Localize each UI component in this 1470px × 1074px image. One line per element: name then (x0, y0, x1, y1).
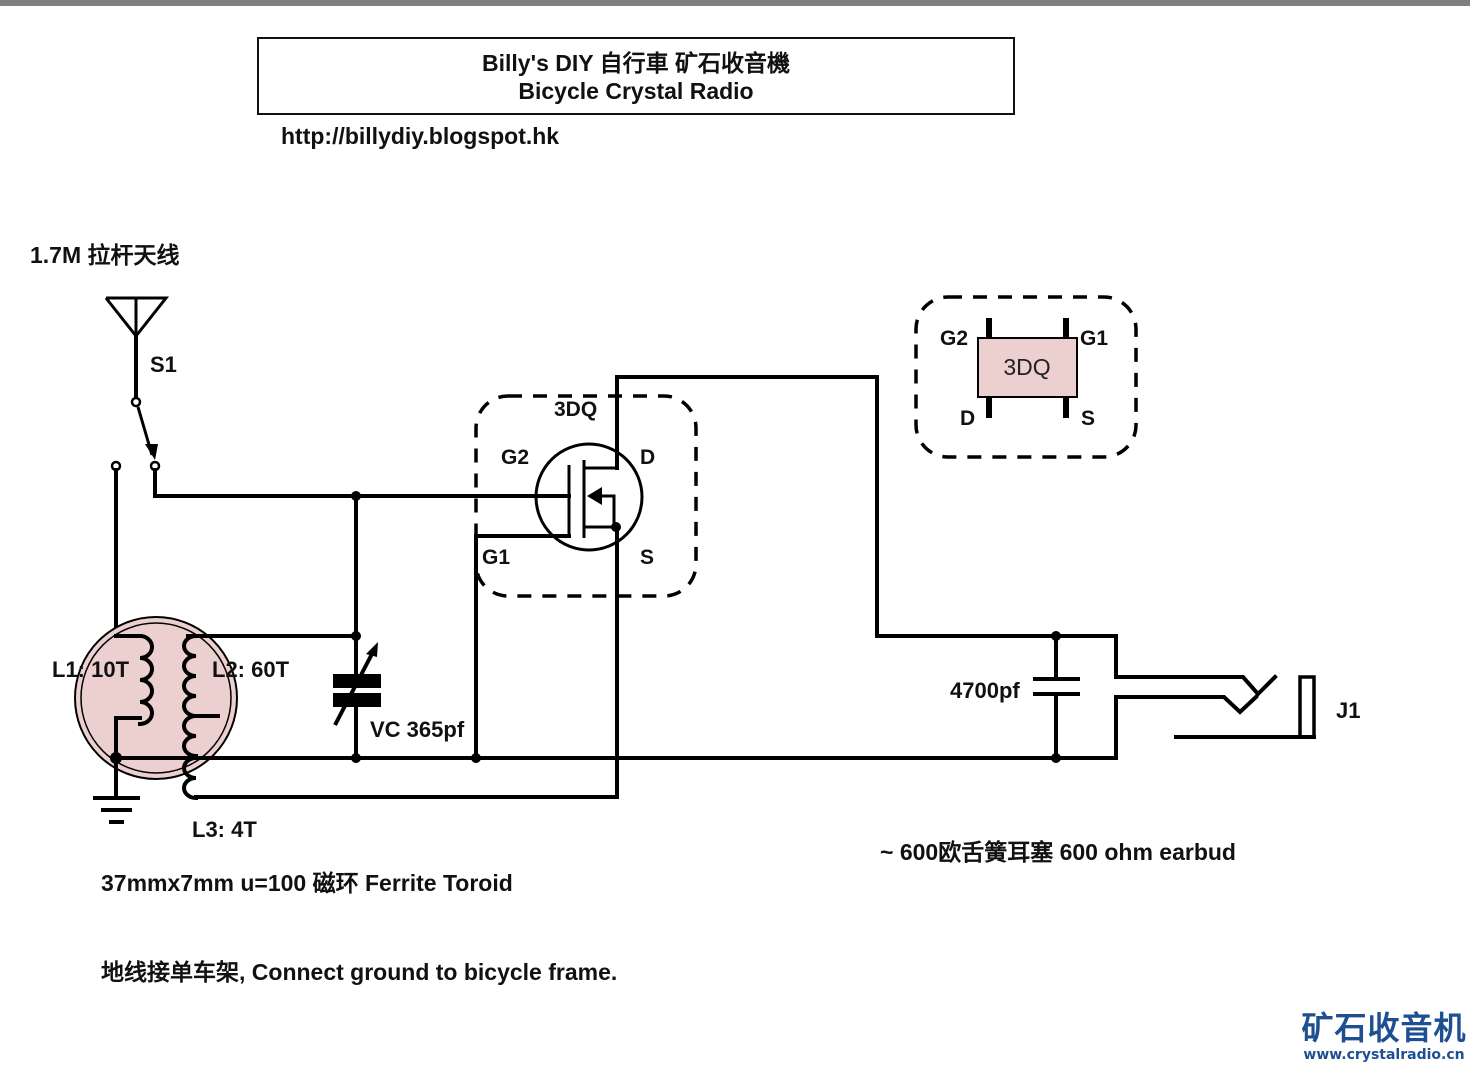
capacitor-icon (1033, 677, 1080, 696)
coil-l3 (182, 755, 619, 801)
switch-s1 (110, 396, 161, 472)
l2-label: L2: 60T (212, 657, 290, 682)
jack-tip-wire (1114, 634, 1278, 697)
package-outline (914, 295, 1138, 459)
watermark-name: 矿石收音机 (1301, 1009, 1467, 1047)
package-3dq (977, 318, 1078, 418)
watermark-url[interactable]: www.crystalradio.cn (1303, 1047, 1465, 1063)
antenna-icon (104, 296, 170, 339)
package-pin-d: D (960, 407, 975, 430)
toroid-note: 37mmx7mm u=100 磁环 Ferrite Toroid (101, 870, 513, 896)
pin-d-label: D (640, 446, 655, 469)
title-line-1: Billy's DIY 自行車 矿石收音機 (482, 50, 790, 76)
ferrite-toroid (74, 616, 238, 780)
g1-wire (474, 534, 571, 760)
pin-s-label: S (640, 546, 654, 569)
package-name: 3DQ (1003, 354, 1050, 380)
blog-url[interactable]: http://billydiy.blogspot.hk (281, 123, 560, 149)
vc-label: VC 365pf (370, 717, 465, 742)
drain-wire (615, 375, 1118, 638)
cap-label: 4700pf (950, 678, 1020, 703)
transistor-outline (474, 394, 698, 598)
ground-icon (93, 796, 140, 824)
package-pin-g1: G1 (1080, 327, 1108, 350)
jack-ring-wire (1114, 694, 1259, 760)
variable-capacitor-icon (333, 642, 381, 726)
l1-label: L1: 10T (52, 657, 130, 682)
switch-label: S1 (150, 352, 177, 377)
title-box: Billy's DIY 自行車 矿石收音機 Bicycle Crystal Ra… (257, 37, 1015, 115)
jack-j1-icon (1174, 675, 1316, 739)
watermark-logo: 矿石收音机 www.crystalradio.cn (1300, 1010, 1468, 1064)
coil-l1 (114, 633, 154, 760)
earbud-note: ~ 600欧舌簧耳塞 600 ohm earbud (880, 839, 1236, 865)
top-border (0, 0, 1470, 6)
pin-g2-label: G2 (501, 446, 529, 469)
package-pin-s: S (1081, 407, 1095, 430)
jack-label: J1 (1336, 698, 1360, 723)
package-pin-g2: G2 (940, 327, 968, 350)
l3-label: L3: 4T (192, 817, 257, 842)
antenna-feed-wire (153, 468, 480, 498)
transistor-name: 3DQ (554, 398, 597, 421)
ground-note: 地线接单车架, Connect ground to bicycle frame. (101, 959, 618, 985)
coil-l2 (182, 633, 358, 759)
pin-g1-label: G1 (482, 546, 510, 569)
antenna-label: 1.7M 拉杆天线 (30, 242, 180, 268)
title-line-2: Bicycle Crystal Radio (518, 78, 754, 104)
